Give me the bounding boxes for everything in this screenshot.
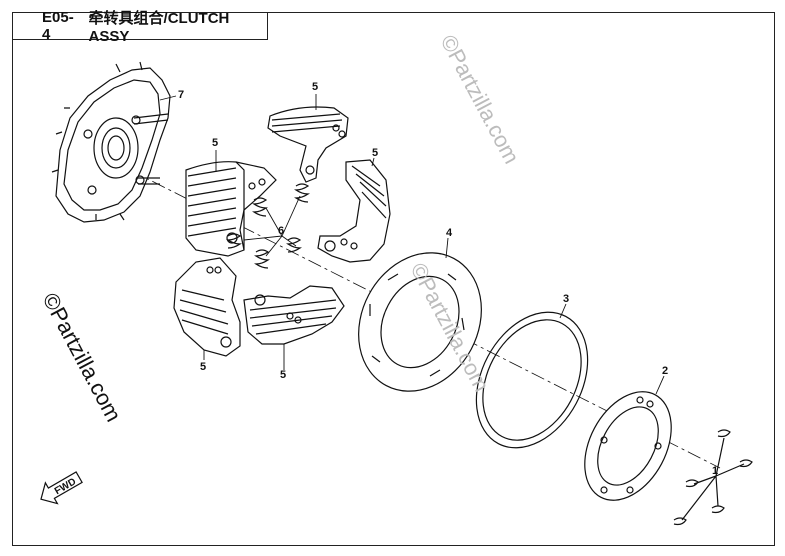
watermark-left: ©Partzilla.com bbox=[38, 289, 127, 426]
diagram-code: E05-4 bbox=[42, 8, 74, 43]
diagram-title: 牵转具组合/CLUTCH ASSY bbox=[88, 9, 230, 45]
fwd-direction-arrow: FWD bbox=[40, 471, 83, 505]
callout-6: 6 bbox=[278, 225, 284, 237]
ring-part-3 bbox=[475, 311, 589, 449]
callout-4: 4 bbox=[446, 227, 453, 239]
callout-7: 7 bbox=[178, 89, 184, 101]
callout-5-bottom: 5 bbox=[280, 369, 286, 381]
clutch-shoe-part-5-bottom-left bbox=[173, 257, 241, 357]
callout-5-right: 5 bbox=[372, 147, 378, 159]
title-block: E05-4 牵转具组合/CLUTCH ASSY bbox=[12, 8, 268, 45]
clutch-shoe-part-5-bottom bbox=[243, 285, 345, 345]
callout-3: 3 bbox=[563, 293, 569, 305]
callout-5-bottom-left: 5 bbox=[200, 361, 206, 373]
watermark-top-right: ©Partzilla.com bbox=[436, 31, 525, 168]
clutch-shoe-part-5-top bbox=[267, 106, 349, 183]
clutch-shoe-part-5-right bbox=[317, 159, 391, 263]
drive-plate-part-7 bbox=[51, 61, 171, 223]
drawing-frame bbox=[12, 12, 775, 546]
plate-part-4 bbox=[358, 252, 482, 392]
callout-5-left: 5 bbox=[212, 137, 218, 149]
springs-part-6 bbox=[226, 183, 310, 269]
callout-2: 2 bbox=[662, 365, 668, 377]
circlips-part-1 bbox=[673, 429, 753, 526]
callout-5-top: 5 bbox=[312, 81, 318, 93]
plate-part-2 bbox=[584, 391, 672, 501]
callout-1: 1 bbox=[712, 465, 718, 477]
clutch-shoe-part-5-left bbox=[185, 161, 277, 257]
leader-lines bbox=[159, 94, 665, 395]
fwd-label: FWD bbox=[53, 476, 78, 497]
